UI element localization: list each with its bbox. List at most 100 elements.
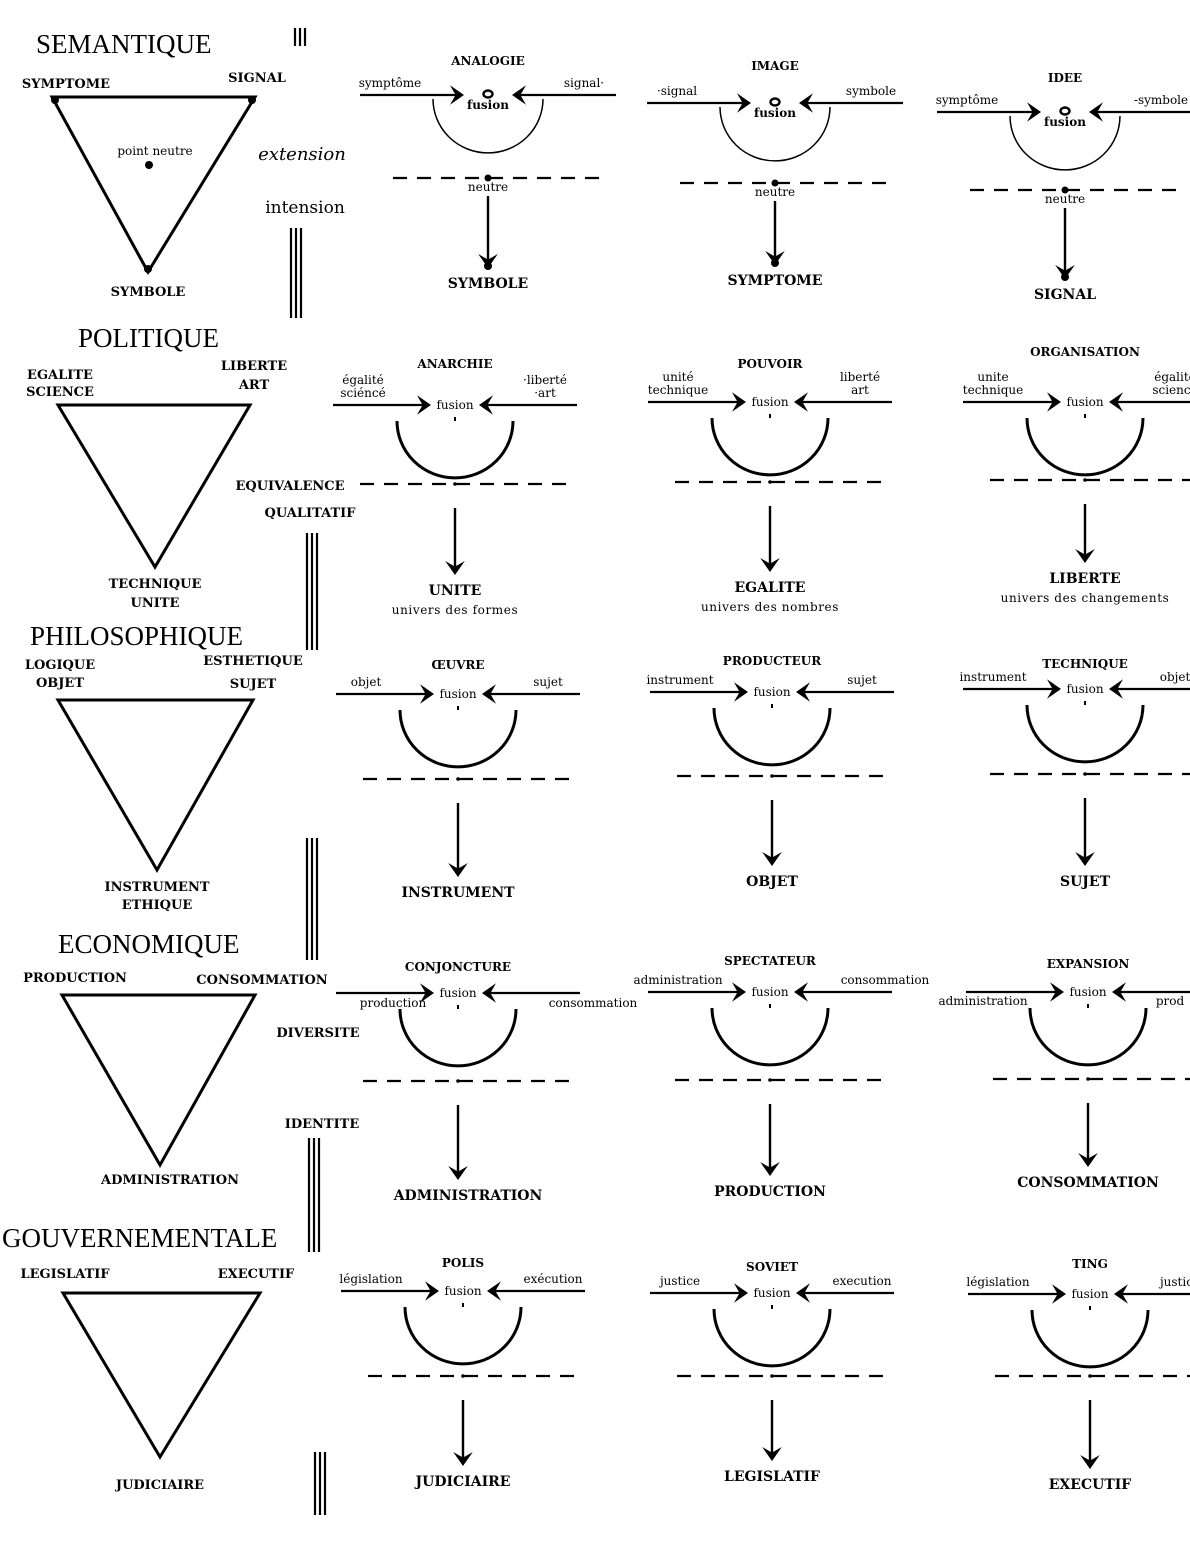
arrow-right-icon (1027, 102, 1041, 122)
input-label-left: législation (966, 1275, 1029, 1289)
neutral-point (461, 1374, 465, 1378)
feedback-arc (432, 98, 544, 154)
vertex-marker (248, 96, 256, 104)
input-label-right: prod (1156, 994, 1185, 1008)
column-title: POLIS (442, 1256, 484, 1270)
input-label-right: justice (1158, 1275, 1190, 1289)
arrow-right-icon (425, 1281, 439, 1301)
input-label-right: signal· (564, 76, 604, 90)
arrow-left-icon (1109, 679, 1123, 699)
fusion-label: fusion (439, 687, 476, 701)
center-point (145, 161, 153, 169)
column-title: PRODUCTEUR (723, 654, 822, 668)
result-label: JUDICIAIRE (414, 1474, 511, 1490)
feedback-arc (719, 106, 831, 162)
fusion-column-anarchie: ANARCHIEégalitésciéncé·liberté·artfusion… (333, 357, 577, 617)
neutral-point (770, 774, 774, 778)
input-label-left: administration (633, 973, 722, 987)
arrow-down-icon (1055, 265, 1075, 279)
input-label-left: symptôme (936, 93, 999, 107)
feedback-arc (710, 417, 830, 477)
fusion-point (769, 97, 781, 107)
vertex-label-top-right: EXECUTIF (218, 1267, 295, 1282)
result-label: SIGNAL (1034, 287, 1096, 303)
arrow-right-icon (1047, 679, 1061, 699)
triangle: LOGIQUEOBJETESTHETIQUESUJETINSTRUMENTETH… (25, 654, 303, 913)
fusion-column-pouvoir: POUVOIRunitétechniquelibertéartfusionEGA… (648, 357, 892, 614)
arrow-right-icon (737, 93, 751, 113)
triple-bar-separator (313, 1452, 327, 1515)
arrow-down-icon (445, 561, 465, 575)
vertex-label-top-right: ESTHETIQUE (203, 654, 303, 669)
arrow-down-icon (448, 1166, 468, 1180)
input-label-left: instrument (959, 670, 1026, 684)
input-label-right: ·art (534, 386, 556, 400)
arrow-right-icon (734, 682, 748, 702)
result-label: CONSOMMATION (1017, 1175, 1159, 1191)
arrow-right-icon (450, 85, 464, 105)
arrow-left-icon (794, 392, 808, 412)
fusion-label: fusion (1066, 395, 1103, 409)
input-label-left: sciéncé (340, 386, 385, 400)
feedback-arc (398, 709, 518, 769)
center-point-label: point neutre (117, 144, 192, 158)
neutral-point (456, 777, 460, 781)
triple-bar-separator (289, 228, 303, 318)
result-point (484, 262, 492, 270)
arrow-left-icon (482, 983, 496, 1003)
result-label: LEGISLATIF (724, 1469, 820, 1485)
arrow-down-icon (765, 251, 785, 265)
arrow-left-icon (796, 682, 810, 702)
fusion-label: fusion (1071, 1287, 1108, 1301)
result-label: EGALITE (735, 580, 806, 596)
result-label: PRODUCTION (714, 1184, 826, 1200)
column-title: IDEE (1048, 71, 1082, 85)
side-label: DIVERSITE (276, 1026, 359, 1041)
section-politique: POLITIQUEEGALITESCIENCELIBERTEARTTECHNIQ… (26, 323, 1190, 650)
section-title: ECONOMIQUE (58, 929, 240, 959)
input-label-right: liberté (840, 370, 880, 384)
fusion-point (1059, 106, 1071, 116)
vertex-label-top-left: LEGISLATIF (20, 1267, 110, 1282)
neutral-label: neutre (1045, 192, 1085, 206)
input-label-left: ·signal (657, 84, 697, 98)
arrow-down-icon (762, 1447, 782, 1461)
result-point (1061, 273, 1069, 281)
triangle-shape (49, 95, 258, 275)
arrow-right-icon (1050, 982, 1064, 1002)
neutral-point (456, 1079, 460, 1083)
vertex-label-top-right: SIGNAL (228, 71, 286, 86)
vertex-label-bottom: ETHIQUE (122, 898, 193, 913)
result-label: UNITE (429, 583, 482, 599)
arrow-down-icon (762, 852, 782, 866)
input-label-right: science (1152, 383, 1190, 397)
section-economique: ECONOMIQUE PRODUCTION CONSOMMATION ADMINIST… (23, 929, 1190, 1252)
triple-bar-separator (293, 28, 307, 46)
vertex-label-top-left: LOGIQUE (25, 658, 95, 673)
vertex-label-top-right: CONSOMMATION (196, 973, 328, 988)
result-label: ADMINISTRATION (393, 1188, 543, 1204)
input-label-right: art (851, 383, 869, 397)
vertex-label-top-left: PRODUCTION (23, 971, 127, 986)
input-label-left: administration (938, 994, 1027, 1008)
neutral-point (1061, 186, 1069, 194)
result-label: LIBERTE (1049, 571, 1120, 587)
arrow-left-icon (796, 1283, 810, 1303)
arrow-down-icon (448, 863, 468, 877)
feedback-arc (710, 1007, 830, 1067)
feedback-arc (1030, 1309, 1150, 1369)
input-label-right: -symbole (1134, 93, 1188, 107)
section-title: PHILOSOPHIQUE (30, 621, 243, 651)
section-title: SEMANTIQUE (36, 29, 212, 59)
arrow-down-icon (478, 254, 498, 268)
fusion-label: fusion (439, 986, 476, 1000)
arrow-down-icon (1080, 1455, 1100, 1469)
input-label-left: législation (339, 1272, 402, 1286)
arrow-left-icon (1089, 102, 1103, 122)
